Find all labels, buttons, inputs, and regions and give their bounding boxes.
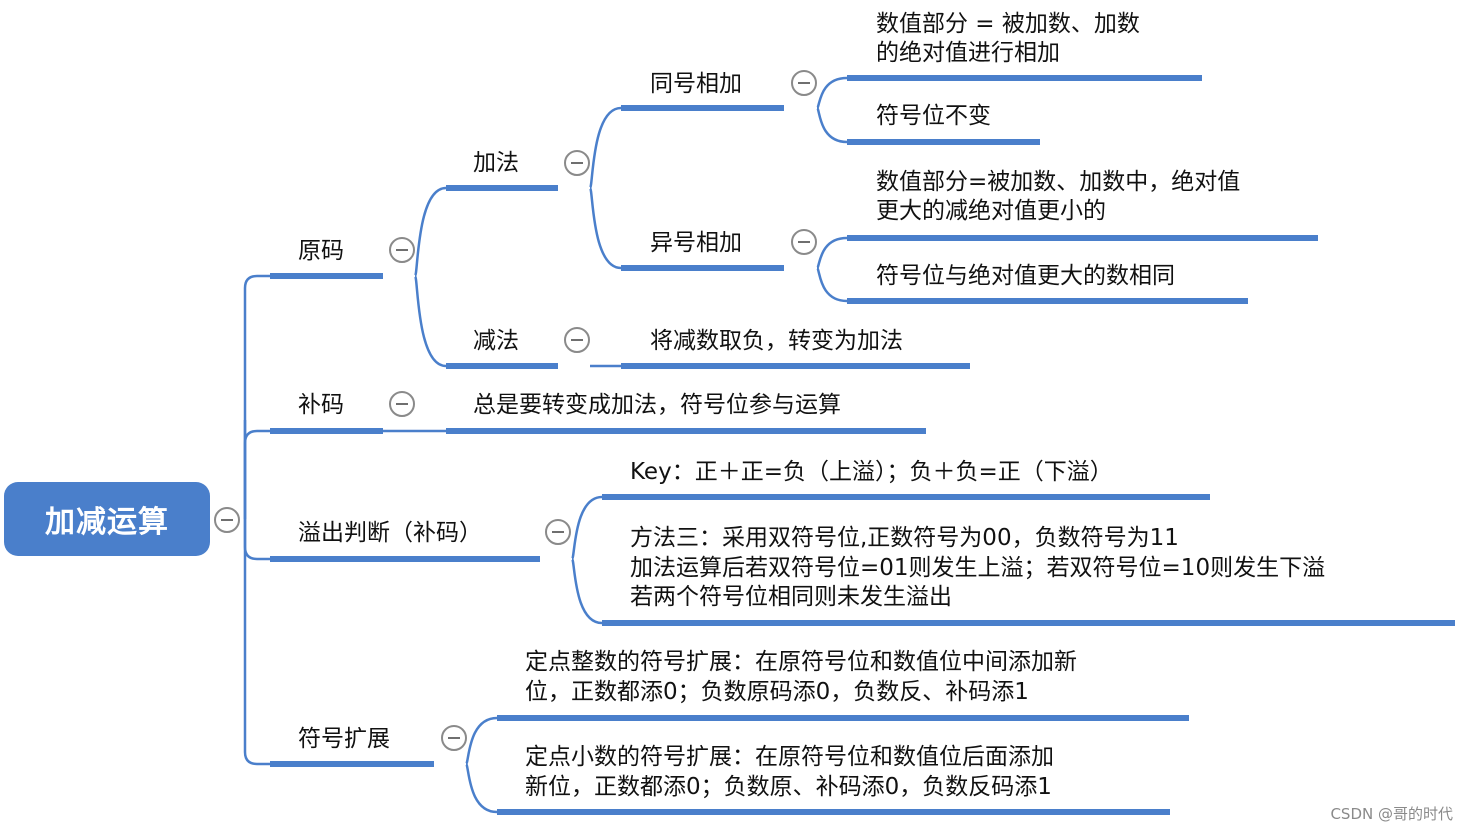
collapse-minus-icon[interactable]	[564, 327, 590, 353]
collapse-minus-icon[interactable]	[791, 70, 817, 96]
connector-yichu	[243, 519, 270, 561]
collapse-minus-icon[interactable]	[791, 229, 817, 255]
node-tonghao[interactable]: 同号相加	[650, 71, 742, 97]
connector-yuanma	[243, 274, 270, 519]
connector-jianfa	[413, 274, 447, 368]
connector-tonghao-note1	[815, 76, 848, 110]
yihao-note-value: 数值部分=被加数、加数中，绝对值 更大的减绝对值更小的	[876, 169, 1241, 224]
connector-fuhao-frac	[464, 762, 498, 814]
collapse-minus-icon[interactable]	[564, 150, 590, 176]
tonghao-note-sign: 符号位不变	[876, 103, 991, 129]
buma-note: 总是要转变成加法，符号位参与运算	[473, 392, 841, 418]
node-yihao[interactable]: 异号相加	[650, 230, 742, 256]
root-node[interactable]: 加减运算	[4, 482, 210, 556]
collapse-minus-icon[interactable]	[389, 391, 415, 417]
collapse-minus-icon[interactable]	[214, 507, 240, 533]
connector-yihao-note1	[815, 236, 848, 270]
collapse-minus-icon[interactable]	[389, 237, 415, 263]
collapse-minus-icon[interactable]	[545, 519, 571, 545]
connector-yihao-note2	[815, 266, 848, 303]
watermark: CSDN @哥的时代	[1330, 805, 1453, 823]
fuhao-frac-ext: 定点小数的符号扩展：在原符号位和数值位后面添加 新位，正数都添0；负数原、补码添…	[525, 744, 1054, 800]
connector-buma	[243, 429, 270, 519]
node-fuhao[interactable]: 符号扩展	[298, 726, 390, 752]
connector-yihao	[588, 186, 622, 270]
node-jianfa[interactable]: 减法	[473, 328, 519, 354]
connector-yichu-method3	[570, 557, 603, 625]
yihao-note-sign: 符号位与绝对值更大的数相同	[876, 263, 1175, 289]
node-yichu[interactable]: 溢出判断（补码）	[298, 520, 482, 546]
collapse-minus-icon[interactable]	[441, 725, 467, 751]
tonghao-note-value: 数值部分 = 被加数、加数 的绝对值进行相加	[876, 11, 1140, 66]
node-jiafa[interactable]: 加法	[473, 150, 519, 176]
connector-fuhao-int	[464, 716, 498, 766]
fuhao-int-ext: 定点整数的符号扩展：在原符号位和数值位中间添加新 位，正数都添0；负数原码添0，…	[525, 649, 1077, 705]
yichu-method3: 方法三：采用双符号位,正数符号为00，负数符号为11 加法运算后若双符号位=01…	[630, 525, 1326, 610]
node-yuanma[interactable]: 原码	[298, 238, 344, 264]
connector-fuhao	[243, 519, 270, 766]
yichu-key: Key：正＋正=负（上溢）；负＋负=正（下溢）	[630, 459, 1113, 485]
connector-yichu-key	[570, 495, 603, 561]
jianfa-note: 将减数取负，转变为加法	[650, 328, 903, 354]
connector-tonghao	[588, 106, 622, 190]
node-buma[interactable]: 补码	[298, 392, 344, 418]
connector-jiafa	[413, 186, 447, 278]
connector-tonghao-note2	[815, 106, 848, 144]
